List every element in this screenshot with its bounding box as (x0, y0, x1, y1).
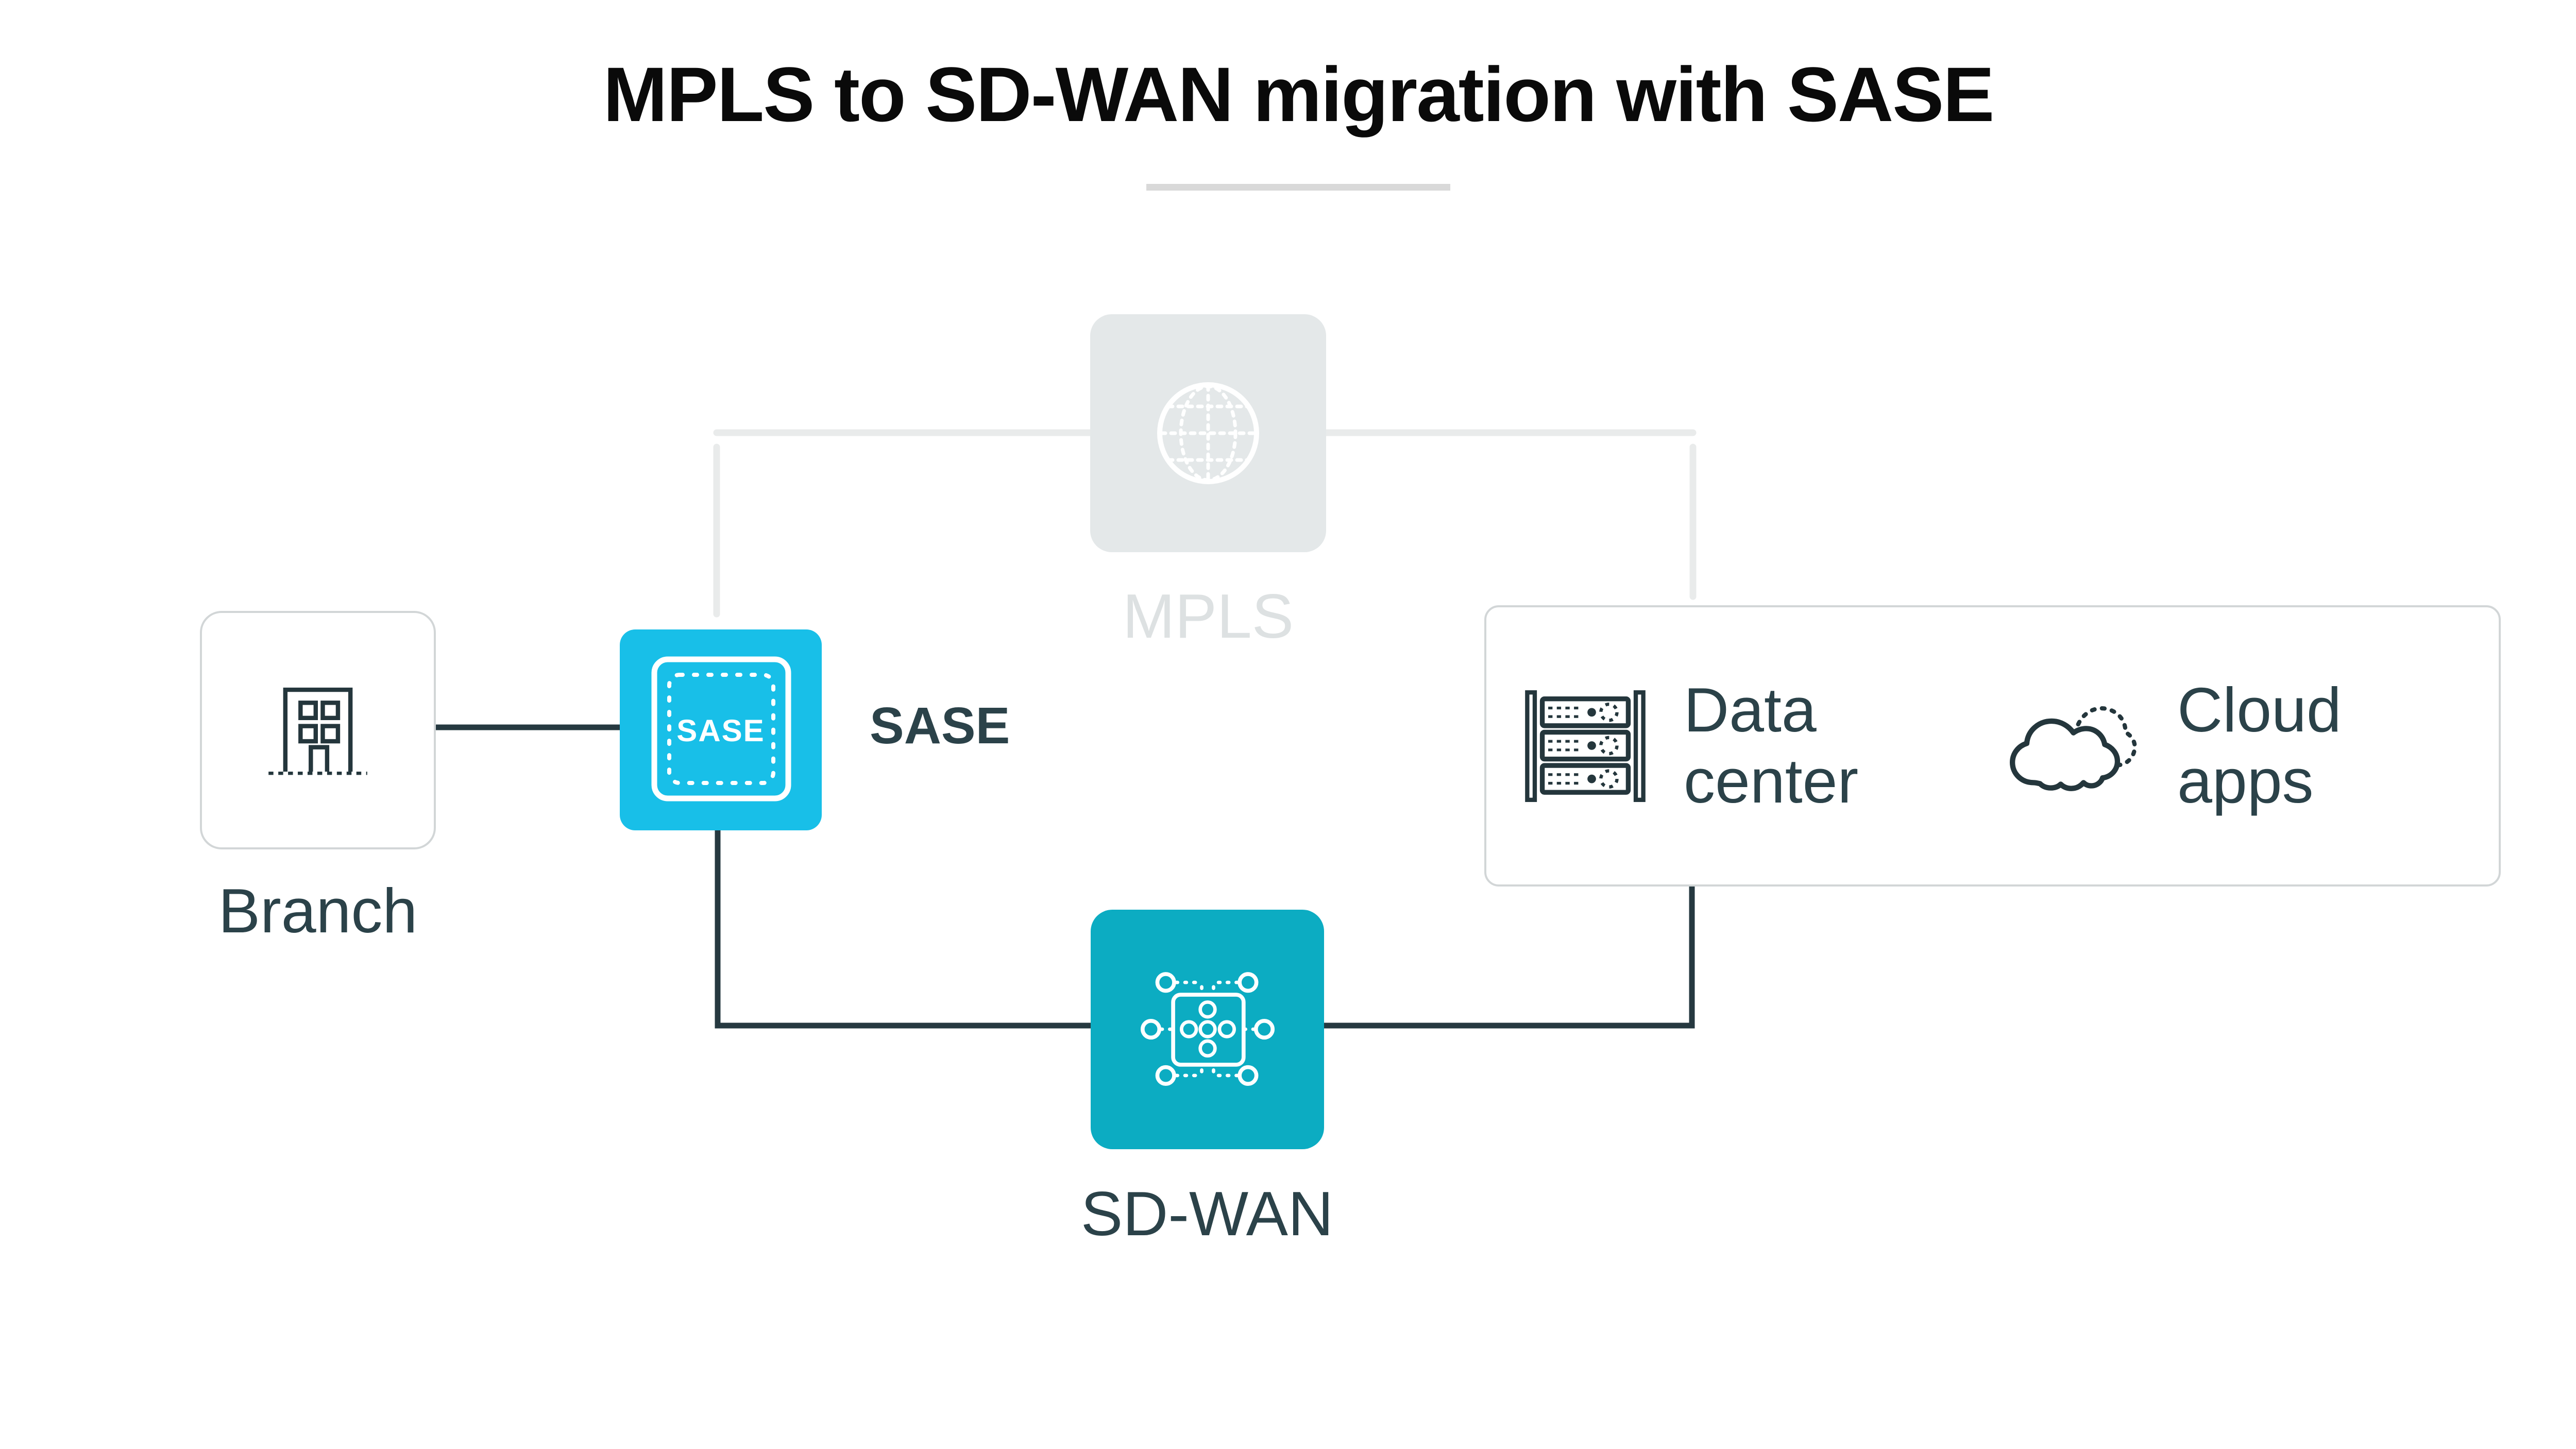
sase-frame-icon (651, 656, 791, 802)
title-divider (1146, 184, 1450, 191)
cloud-solid-outline (2009, 718, 2121, 791)
building-icon (268, 687, 367, 775)
sdwan-node (1091, 910, 1324, 1149)
cloudapps-label: Cloud apps (2177, 675, 2342, 816)
mpls-label: MPLS (1122, 581, 1294, 651)
mpls-node (1090, 314, 1326, 552)
branch-node (200, 611, 436, 849)
network-mesh-icon (1140, 971, 1275, 1086)
destinations-panel: Data center Cloud apps (1484, 605, 2501, 887)
cloud-icon (2009, 706, 2137, 791)
sase-node: SASE (620, 629, 822, 830)
sdwan-label: SD-WAN (1080, 1179, 1334, 1249)
page-title: MPLS to SD-WAN migration with SASE (603, 51, 1995, 138)
sdwan-solid-path (435, 724, 1695, 1029)
datacenter-label: Data center (1684, 675, 1859, 816)
branch-label: Branch (218, 876, 418, 946)
sase-badge-text: SASE (676, 713, 765, 748)
server-rack-icon (1525, 690, 1646, 802)
globe-icon (1157, 382, 1259, 484)
sase-label: SASE (870, 697, 1010, 755)
